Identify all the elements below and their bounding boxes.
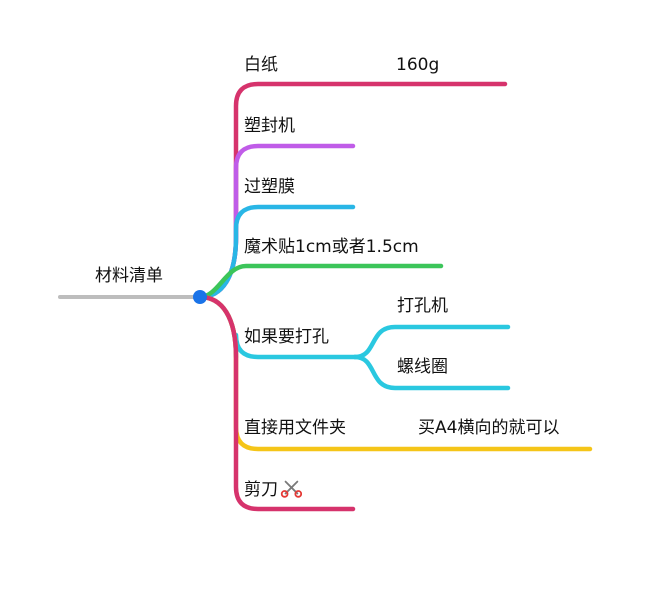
branch-lines [58,81,593,512]
branch-line-scissors [197,294,356,512]
branch-label-velcro[interactable]: 魔术贴1cm或者1.5cm [244,237,419,257]
branch-label-punching[interactable]: 如果要打孔 [244,327,329,347]
scissors-icon [280,480,302,498]
branch-label-laminator[interactable]: 塑封机 [244,116,295,136]
sub-line-hole-punch [352,324,511,360]
branch-label-paper[interactable]: 白纸 [244,55,278,75]
sub-label-spiral-coil[interactable]: 螺线圈 [397,357,448,377]
branch-label-folder[interactable]: 直接用文件夹 [244,418,346,438]
branch-line-laminating-film [197,204,356,300]
branch-note-folder[interactable]: 买A4横向的就可以 [418,418,560,438]
branch-line-laminator [197,143,356,300]
sub-line-spiral-coil [352,354,511,391]
root-hub [193,290,207,304]
sub-label-hole-punch[interactable]: 打孔机 [397,296,448,316]
branch-label-laminating-film[interactable]: 过塑膜 [244,177,295,197]
root-label[interactable]: 材料清单 [95,266,163,286]
branch-item-scissors[interactable]: 剪刀 [244,478,302,500]
branch-line-velcro [197,263,444,300]
branch-label-scissors: 剪刀 [244,480,278,500]
branch-note-paper[interactable]: 160g [396,55,440,75]
